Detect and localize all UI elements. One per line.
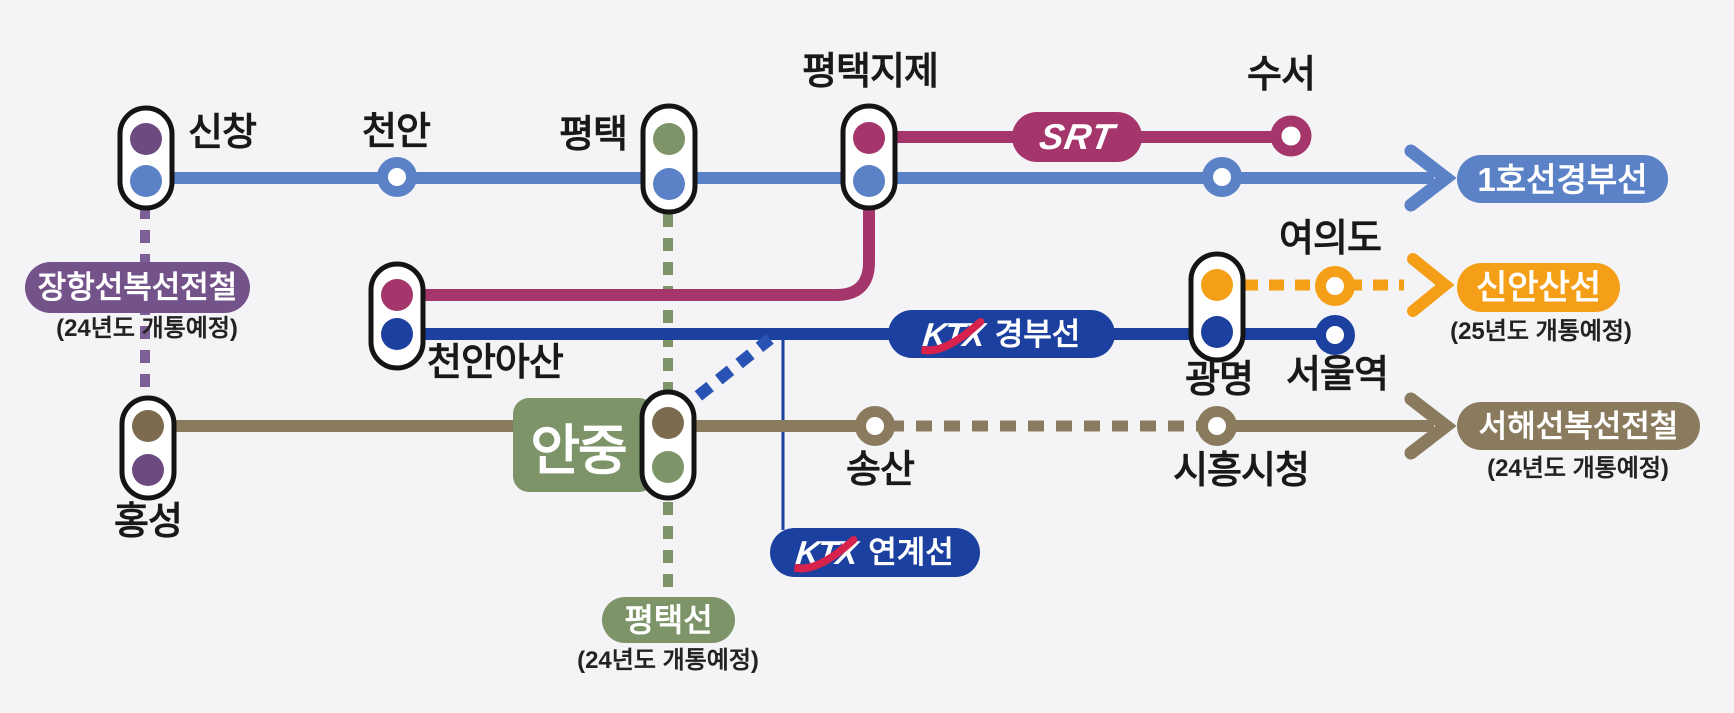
pyeongtaek-line-badge: 평택선 xyxy=(602,597,735,643)
sinchang-janghang-dot xyxy=(130,123,162,155)
anjung-station-box xyxy=(513,398,655,492)
ktx-link-dashed-track xyxy=(674,334,774,417)
jije-srt-dot xyxy=(853,122,885,154)
cheonan-asan-ktx-dot xyxy=(381,318,413,350)
janghang-line-badge: 장항선복선전철 xyxy=(25,262,250,313)
pyeongtaek-line-status-label: (24년도 개통예정) xyxy=(577,647,759,674)
ktx-link-badge: KTX 연계선 xyxy=(770,528,980,577)
station-label-pyeongtaek-jije: 평택지제 xyxy=(802,51,939,93)
cheonan-station-ring xyxy=(377,157,417,197)
sinansan-line-badge: 신안산선 xyxy=(1457,263,1620,312)
gwangmyeong-station-capsule xyxy=(1188,251,1246,363)
station-label-pyeongtaek: 평택 xyxy=(559,114,628,156)
seoul-station-ring xyxy=(1315,315,1355,355)
hongseong-seohae-dot xyxy=(132,410,164,442)
cheonan-asan-station-capsule xyxy=(368,261,426,371)
station-label-cheonan-asan: 천안아산 xyxy=(427,342,564,384)
janghang-status-label: (24년도 개통예정) xyxy=(56,315,238,342)
station-label-sinchang: 신창 xyxy=(188,112,257,154)
pyeongtaek-ptline-dot xyxy=(653,123,685,155)
line1-arrow xyxy=(1404,144,1457,212)
station-label-suseo: 수서 xyxy=(1247,54,1316,96)
pyeongtaek-jije-station-capsule xyxy=(840,103,898,211)
anjung-ptline-dot xyxy=(652,451,684,483)
cheonan-asan-srt-dot xyxy=(381,279,413,311)
srt-branch-curve xyxy=(397,200,875,301)
station-label-songsan: 송산 xyxy=(846,449,915,491)
yeouido-station-ring xyxy=(1315,266,1355,306)
srt-badge: SRT xyxy=(1012,112,1142,162)
srt-logo: SRT xyxy=(1036,116,1118,157)
ktx-gyeongbu-badge: KTX 경부선 xyxy=(888,310,1115,358)
station-label-siheung-cityhall: 시흥시청 xyxy=(1173,450,1310,492)
suseo-station-ring xyxy=(1270,115,1312,157)
gwangmyeong-ktx-dot xyxy=(1201,316,1233,348)
pyeongtaek-station-capsule xyxy=(640,103,698,215)
hongseong-janghang-dot xyxy=(132,454,164,486)
jije-line1-dot xyxy=(853,165,885,197)
songsan-station-ring xyxy=(855,406,895,446)
ktx-logo: KTX xyxy=(920,316,985,354)
station-label-anjung: 안중 xyxy=(530,420,627,481)
ktx-logo: KTX xyxy=(793,534,858,573)
sinansan-arrow xyxy=(1407,253,1455,317)
sinansan-status-label: (25년도 개통예정) xyxy=(1450,318,1632,345)
line1-unlabeled-station-ring xyxy=(1202,157,1242,197)
ktx-gyeongbu-label: 경부선 xyxy=(994,316,1081,352)
sinchang-station-capsule xyxy=(117,105,175,211)
station-label-seoul-station: 서울역 xyxy=(1286,354,1389,396)
seohae-line-badge: 서해선복선전철 xyxy=(1457,402,1700,450)
line1-badge: 1호선경부선 xyxy=(1457,155,1668,203)
station-label-yeouido: 여의도 xyxy=(1279,218,1382,260)
anjung-seohae-dot xyxy=(652,407,684,439)
anjung-station-capsule xyxy=(639,389,697,501)
gwangmyeong-sinansan-dot xyxy=(1201,269,1233,301)
siheung-cityhall-station-ring xyxy=(1197,406,1237,446)
seohae-status-label: (24년도 개통예정) xyxy=(1487,455,1669,482)
station-label-gwangmyeong: 광명 xyxy=(1185,359,1254,401)
hongseong-station-capsule xyxy=(119,395,177,501)
seohae-arrow xyxy=(1404,392,1457,460)
station-label-cheonan: 천안 xyxy=(362,111,431,153)
ktx-link-label: 연계선 xyxy=(868,535,954,570)
sinchang-line1-dot xyxy=(130,165,162,197)
pyeongtaek-line1-dot xyxy=(653,168,685,200)
station-label-hongseong: 홍성 xyxy=(114,501,183,543)
